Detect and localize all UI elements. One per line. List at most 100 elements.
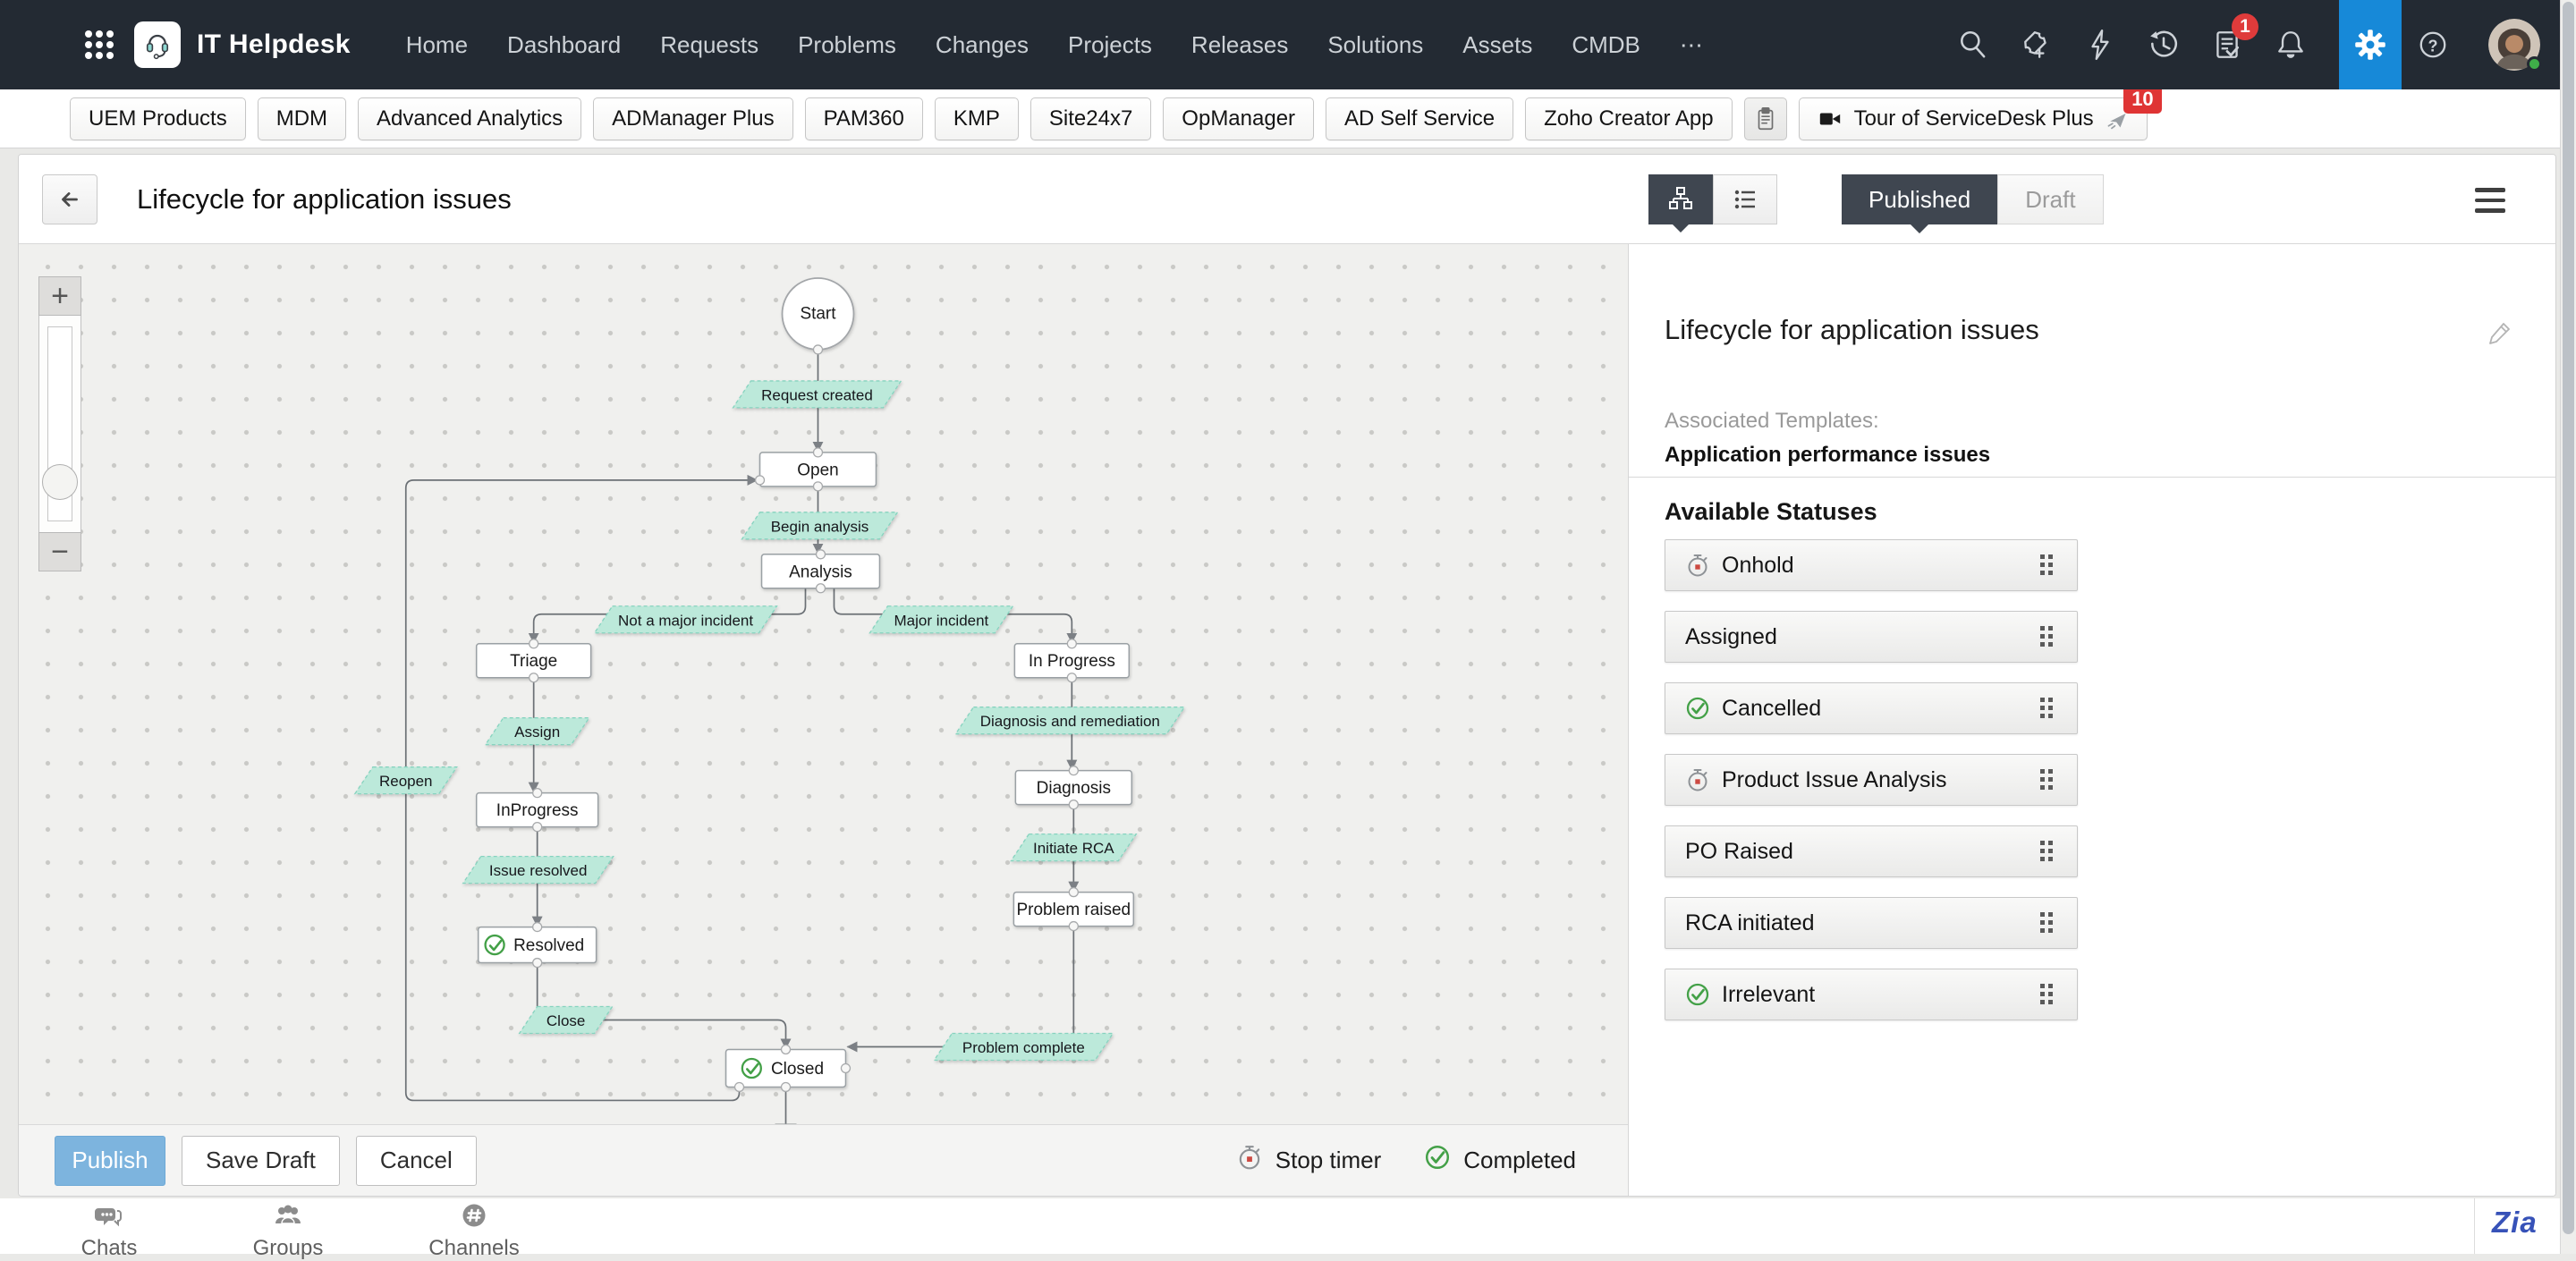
- node-not-a-major-incident[interactable]: Not a major incident: [593, 605, 778, 634]
- nav-item-assets[interactable]: Assets: [1462, 30, 1533, 58]
- status-item-irrelevant[interactable]: Irrelevant: [1665, 969, 2078, 1020]
- node-initiate-rca[interactable]: Initiate RCA: [1010, 833, 1138, 862]
- node-request-created[interactable]: Request created: [732, 380, 902, 409]
- node-issue-resolved[interactable]: Issue resolved: [462, 855, 614, 884]
- tasks-badge: 1: [2232, 13, 2258, 40]
- zoom-slider[interactable]: [38, 316, 81, 532]
- publish-button[interactable]: Publish: [55, 1135, 165, 1186]
- view-toggles: [1648, 174, 1777, 233]
- nav-item-solutions[interactable]: Solutions: [1327, 30, 1424, 58]
- tab-published[interactable]: Published: [1842, 174, 1998, 233]
- node-analysis[interactable]: Analysis: [760, 554, 881, 589]
- drag-handle-icon[interactable]: [2039, 983, 2054, 1006]
- nav-item-requests[interactable]: Requests: [660, 30, 759, 58]
- node-closed[interactable]: Closed: [724, 1048, 847, 1088]
- nav-item-home[interactable]: Home: [405, 30, 469, 58]
- svg-text:Problem raised: Problem raised: [1017, 901, 1131, 919]
- node-triage[interactable]: Triage: [475, 642, 592, 679]
- product-tab-kmp[interactable]: KMP: [934, 97, 1019, 140]
- svg-text:Assign: Assign: [514, 724, 560, 741]
- status-item-assigned[interactable]: Assigned: [1665, 611, 2078, 663]
- tasks-icon[interactable]: 1: [2210, 13, 2258, 62]
- node-problem-complete[interactable]: Problem complete: [933, 1032, 1114, 1062]
- zoom-out-button[interactable]: −: [38, 532, 81, 571]
- app-grid-icon[interactable]: [84, 30, 114, 60]
- edit-pencil-icon[interactable]: [2485, 319, 2513, 348]
- node-diagnosis-and-remediation[interactable]: Diagnosis and remediation: [954, 707, 1186, 735]
- tour-button[interactable]: Tour of ServiceDesk Plus 10: [1798, 84, 2162, 140]
- drag-handle-icon[interactable]: [2039, 768, 2054, 791]
- node-resolved[interactable]: Resolved: [477, 926, 597, 964]
- nav-item-changes[interactable]: Changes: [935, 30, 1029, 58]
- settings-gear-button[interactable]: [2339, 0, 2402, 89]
- product-tabs: UEM Products MDM Advanced Analytics ADManag…: [70, 97, 1733, 140]
- legend-stop-timer[interactable]: Stop timer: [1236, 1144, 1381, 1177]
- product-tab-opmanager[interactable]: OpManager: [1163, 97, 1315, 140]
- nav-item-dashboard[interactable]: Dashboard: [507, 30, 622, 58]
- node-diagnosis[interactable]: Diagnosis: [1014, 769, 1133, 806]
- nav-item-cmdb[interactable]: CMDB: [1572, 30, 1640, 58]
- status-item-product-issue-analysis[interactable]: Product Issue Analysis: [1665, 754, 2078, 806]
- user-avatar[interactable]: [2488, 19, 2542, 72]
- history-icon[interactable]: [2147, 28, 2181, 62]
- helpdesk-logo-icon[interactable]: [134, 21, 181, 68]
- status-item-rca-initiated[interactable]: RCA initiated: [1665, 897, 2078, 949]
- tab-draft[interactable]: Draft: [1997, 174, 2104, 224]
- product-tab-site24x7[interactable]: Site24x7: [1030, 97, 1152, 140]
- node-start[interactable]: Start: [781, 277, 855, 351]
- node-assign[interactable]: Assign: [484, 717, 590, 746]
- product-tab-admanager-plus[interactable]: ADManager Plus: [593, 97, 793, 140]
- drag-handle-icon[interactable]: [2039, 840, 2054, 863]
- nav-item-releases[interactable]: Releases: [1191, 30, 1289, 58]
- list-view-button[interactable]: [1713, 174, 1777, 224]
- back-button[interactable]: [42, 174, 97, 224]
- status-item-po-raised[interactable]: PO Raised: [1665, 825, 2078, 877]
- product-tab-pam360[interactable]: PAM360: [804, 97, 923, 140]
- product-tab-uem-products[interactable]: UEM Products: [70, 97, 246, 140]
- product-tab-mdm[interactable]: MDM: [257, 97, 347, 140]
- legend-completed[interactable]: Completed: [1424, 1144, 1576, 1177]
- more-menu-icon[interactable]: [2475, 188, 2505, 213]
- node-reopen[interactable]: Reopen: [353, 766, 458, 795]
- status-item-onhold[interactable]: Onhold: [1665, 539, 2078, 591]
- search-icon[interactable]: [1956, 28, 1990, 62]
- node-close[interactable]: Close: [518, 1005, 614, 1035]
- product-tab-advanced-analytics[interactable]: Advanced Analytics: [358, 97, 582, 140]
- status-item-cancelled[interactable]: Cancelled: [1665, 682, 2078, 734]
- dock-item-channels[interactable]: Channels: [420, 1202, 528, 1261]
- clipboard-icon[interactable]: [1743, 97, 1787, 140]
- drag-handle-icon[interactable]: [2039, 554, 2054, 577]
- ticket-add-icon[interactable]: [2020, 28, 2054, 62]
- zoom-slider-knob[interactable]: [42, 464, 78, 500]
- flowchart-view-button[interactable]: [1648, 174, 1713, 233]
- product-tab-zoho-creator-app[interactable]: Zoho Creator App: [1525, 97, 1733, 140]
- nav-item-problems[interactable]: Problems: [798, 30, 896, 58]
- page-scrollbar[interactable]: [2560, 0, 2576, 1254]
- product-tab-ad-self-service[interactable]: AD Self Service: [1326, 97, 1514, 140]
- nav-item-item[interactable]: ⋯: [1679, 30, 1703, 58]
- save-draft-button[interactable]: Save Draft: [182, 1135, 340, 1186]
- node-open[interactable]: Open: [758, 452, 877, 487]
- lightning-icon[interactable]: [2083, 28, 2117, 62]
- dock-label: Groups: [252, 1236, 324, 1260]
- dock-item-groups[interactable]: Groups: [234, 1202, 342, 1261]
- svg-text:Closed: Closed: [771, 1060, 824, 1079]
- scrollbar-thumb[interactable]: [2563, 2, 2574, 1234]
- node-major-incident[interactable]: Major incident: [869, 605, 1014, 634]
- node-begin-analysis[interactable]: Begin analysis: [741, 512, 899, 540]
- zia-logo[interactable]: Zia: [2492, 1206, 2538, 1239]
- node-inprogress[interactable]: InProgress: [475, 791, 599, 828]
- zoom-in-button[interactable]: +: [38, 276, 81, 316]
- dock-item-chats[interactable]: Chats: [55, 1202, 163, 1261]
- node-problem-raised[interactable]: Problem raised: [1013, 891, 1135, 927]
- help-icon[interactable]: ?: [2416, 28, 2450, 62]
- drag-handle-icon[interactable]: [2039, 697, 2054, 720]
- cancel-button[interactable]: Cancel: [355, 1135, 477, 1186]
- drag-handle-icon[interactable]: [2039, 625, 2054, 648]
- drag-handle-icon[interactable]: [2039, 911, 2054, 935]
- node-in-progress[interactable]: In Progress: [1013, 642, 1131, 679]
- nav-item-projects[interactable]: Projects: [1068, 30, 1152, 58]
- notifications-bell-icon[interactable]: [2274, 28, 2308, 62]
